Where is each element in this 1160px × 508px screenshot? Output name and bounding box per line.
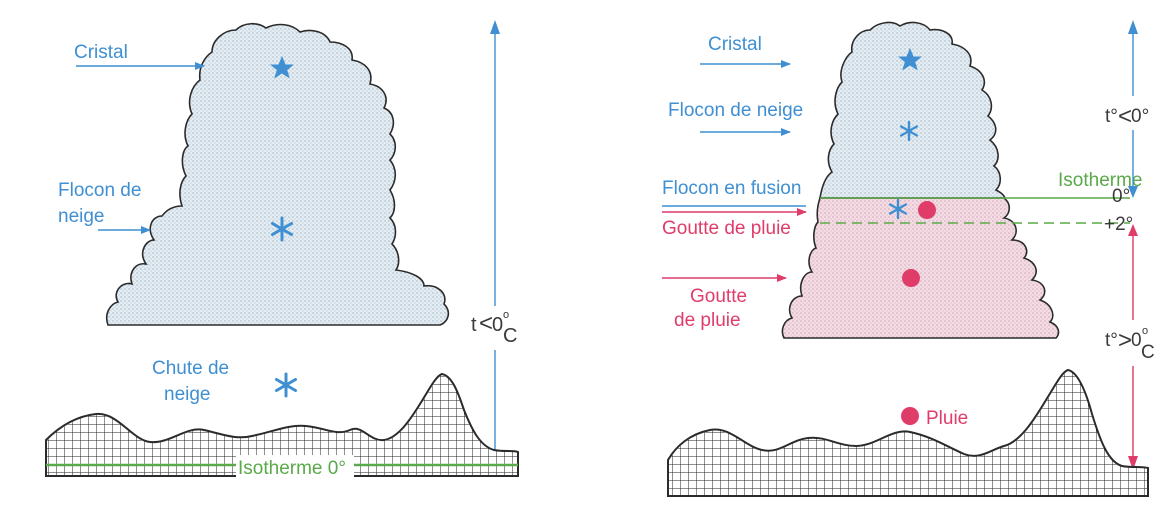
falling-snowflake-icon xyxy=(275,372,297,398)
svg-text:o: o xyxy=(503,309,509,321)
svg-text:<: < xyxy=(479,310,493,337)
pluie-label: Pluie xyxy=(926,408,968,429)
right-terrain xyxy=(667,368,1149,497)
svg-text:C: C xyxy=(1141,342,1155,363)
right-temp-above-label: t° > 0 o C xyxy=(1104,320,1156,366)
svg-text:0: 0 xyxy=(492,314,503,336)
right-axis-lower-up-arrow xyxy=(1128,224,1138,236)
svg-text:0: 0 xyxy=(1131,330,1142,351)
left-flocon-label-1: Flocon de xyxy=(58,180,141,201)
crystal-star-icon xyxy=(270,56,294,79)
right-axis-down-arrow xyxy=(1128,456,1138,470)
rain-icon xyxy=(901,407,919,425)
raindrop-icon xyxy=(902,269,920,287)
left-panel: Cristal Flocon de neige Chute de neige t… xyxy=(45,20,519,479)
svg-text:o: o xyxy=(1142,325,1148,337)
left-temp-label: t < 0 o C xyxy=(470,306,517,350)
right-temp-below-label: t° < 0° xyxy=(1104,96,1150,130)
svg-text:t°: t° xyxy=(1105,330,1118,351)
left-cloud xyxy=(105,22,450,326)
goutte-label-2: de pluie xyxy=(674,310,741,331)
right-isotherm-label: Isotherme xyxy=(1058,170,1142,191)
right-cristal-label: Cristal xyxy=(708,34,762,55)
right-cloud-lower xyxy=(781,197,1060,339)
svg-text:t°: t° xyxy=(1105,106,1118,127)
goutte-label-1: Goutte xyxy=(690,286,747,307)
left-terrain xyxy=(45,372,519,477)
svg-text:C: C xyxy=(503,325,517,347)
right-crystal-star-icon xyxy=(898,48,922,71)
svg-text:<: < xyxy=(1118,103,1132,130)
right-flocon-label: Flocon de neige xyxy=(668,100,803,121)
chute-label-1: Chute de xyxy=(152,358,229,379)
left-isotherm-label: Isotherme 0° xyxy=(238,458,346,479)
iso-zero-label: 0° xyxy=(1112,186,1130,207)
isotherm-label-bg xyxy=(236,455,354,477)
svg-text:t: t xyxy=(471,314,477,336)
snowflake-icon xyxy=(271,216,293,242)
svg-text:>: > xyxy=(1118,327,1132,354)
left-flocon-label-2: neige xyxy=(58,206,105,227)
right-snowflake-icon xyxy=(900,120,918,142)
right-axis-upper-down-arrow xyxy=(1128,186,1138,198)
raindrop-icon xyxy=(918,201,936,219)
melting-snowflake-icon xyxy=(889,198,907,220)
flocon-fusion-label: Flocon en fusion xyxy=(662,178,801,199)
right-axis-up-arrow xyxy=(1128,20,1138,34)
chute-label-2: neige xyxy=(164,384,211,405)
svg-text:0°: 0° xyxy=(1131,106,1149,127)
left-axis-up-arrow xyxy=(490,20,500,34)
left-cristal-label: Cristal xyxy=(74,42,128,63)
goutte-label-inline: Goutte de pluie xyxy=(662,218,791,239)
right-panel: Pluie Cristal Flocon de neige Flocon en … xyxy=(662,20,1156,497)
right-cloud-upper xyxy=(819,21,1006,201)
iso-plus2-label: +2° xyxy=(1104,214,1133,235)
